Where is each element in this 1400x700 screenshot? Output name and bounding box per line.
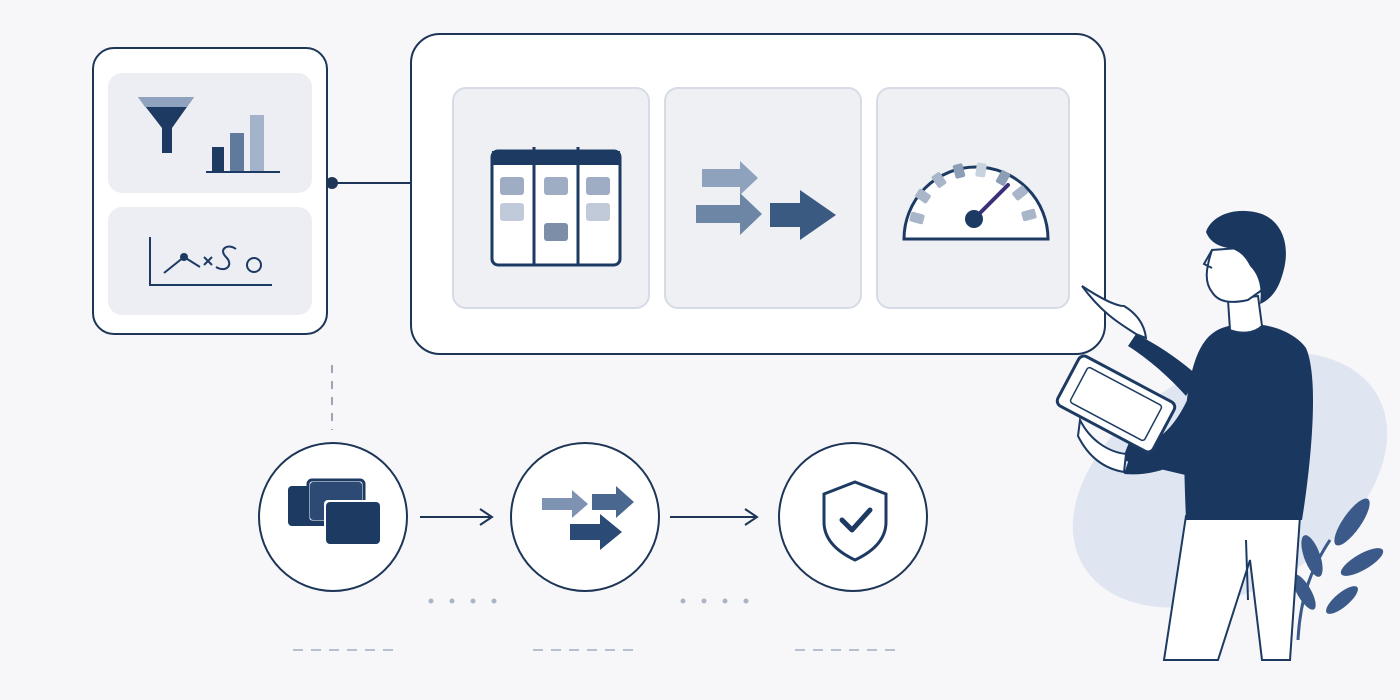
funnel-icon <box>138 97 194 153</box>
flow-step-transfer <box>510 442 660 592</box>
dotted-placeholder-2 <box>680 598 749 604</box>
flow-arrow-2 <box>670 508 759 526</box>
main-panel <box>410 33 1106 355</box>
tablet-icon <box>1055 354 1177 454</box>
person-head <box>1202 210 1286 334</box>
plant-icon <box>1292 498 1384 641</box>
person-legs <box>1162 515 1302 661</box>
left-panel <box>92 47 328 335</box>
stacked-windows-icon <box>288 478 382 546</box>
person-hands <box>1076 285 1148 474</box>
dotted-placeholder-1 <box>428 598 497 604</box>
funnel-bar-icons <box>138 97 280 173</box>
left-tile-bottom <box>108 207 312 315</box>
transfer-arrows-icon <box>542 486 634 550</box>
workflow-arrows-icon <box>696 161 836 240</box>
tile-workflow <box>664 87 862 309</box>
tile-kanban <box>452 87 650 309</box>
bar-chart-icon <box>206 115 280 173</box>
flow-arrow-1 <box>420 508 494 526</box>
kanban-board-icon <box>490 147 622 267</box>
flow-step-windows <box>258 442 408 592</box>
left-tile-top <box>108 73 312 193</box>
flow-step-shield <box>778 442 928 592</box>
tile-gauge <box>876 87 1070 309</box>
shield-check-icon <box>822 480 888 562</box>
speedometer-gauge-icon <box>902 162 1050 241</box>
analytics-sketch-icon <box>149 237 272 286</box>
connector-dot <box>326 177 338 189</box>
